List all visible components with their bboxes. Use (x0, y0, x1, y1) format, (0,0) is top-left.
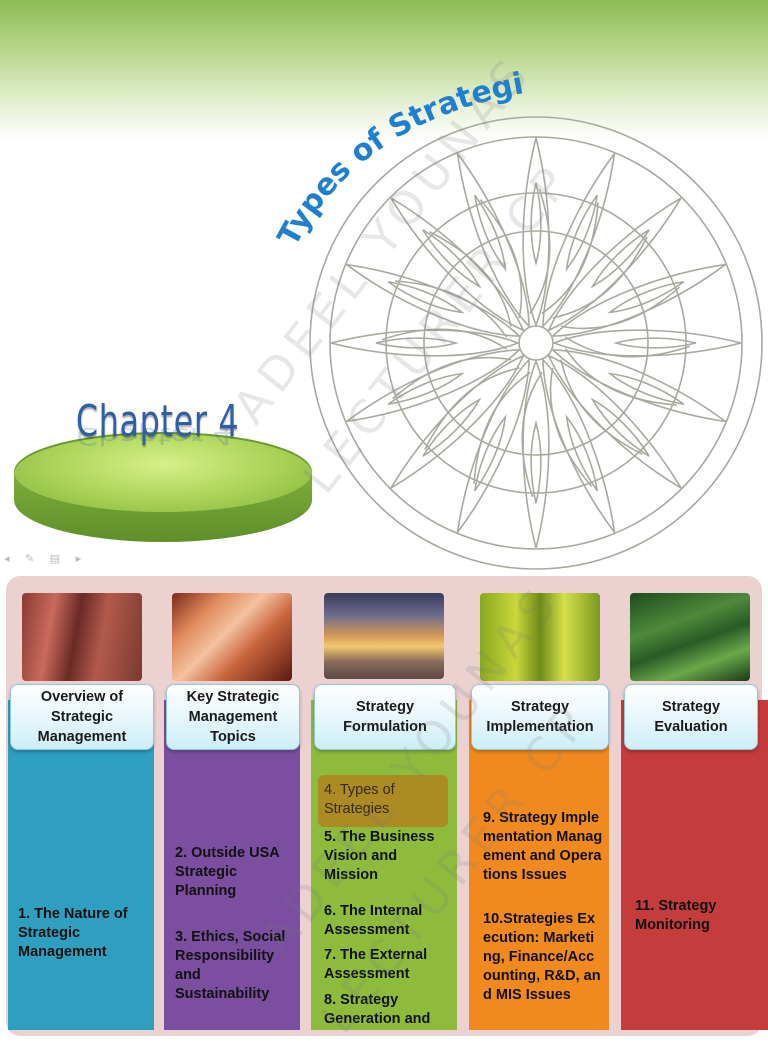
topic-8[interactable]: 8. Strategy Generation and (324, 992, 431, 1027)
thumbnail-canyon (172, 593, 292, 681)
chapter-reflection: Chapter 4 (76, 421, 233, 450)
thumbnail-yellow-trees (480, 593, 600, 681)
mandala-vine (429, 231, 512, 327)
mandala-vine (549, 367, 593, 487)
mandala-petal (346, 263, 522, 337)
mandala-petal-inner (530, 420, 542, 504)
column-2-body (164, 700, 300, 1030)
mandala-petal (542, 153, 616, 329)
mandala-petal-inner (590, 397, 650, 457)
column-3-body (311, 700, 457, 1030)
topic-7[interactable]: 7. The External Assessment (324, 947, 428, 982)
mandala-petal (456, 153, 530, 329)
mandala-vine (541, 202, 599, 315)
topic-10[interactable]: 10.Strategies Execution: Marketing, Fina… (483, 911, 601, 1003)
column-4-heading[interactable]: Strategy Implementation (471, 684, 609, 750)
mandala-vine (564, 348, 677, 406)
topic-6[interactable]: 6. The Internal Assessment (324, 903, 423, 938)
mandala-vine (395, 280, 508, 338)
mandala-petal (346, 349, 522, 423)
mandala-petal-inner (473, 194, 507, 272)
mandala-petal-inner (613, 337, 697, 349)
mandala-petal-inner (387, 372, 465, 406)
mandala-petal (547, 197, 682, 332)
mandala-vine (473, 371, 531, 484)
mandala-petal (551, 329, 742, 357)
topic-11[interactable]: 11. Strategy Monitoring (635, 898, 717, 933)
mandala-petal (550, 263, 726, 337)
topic-1[interactable]: 1. The Nature of Strategic Management (18, 906, 128, 960)
chapter-label: Chapter 4 (76, 396, 240, 447)
mandala-petal-inner (590, 229, 650, 289)
mandala-vine (392, 356, 512, 400)
mandala-vine (424, 367, 520, 450)
slide-title: Types of Strategies (0, 0, 526, 252)
mandala-petal-inner (607, 280, 685, 314)
mandala-vine (529, 188, 551, 315)
mandala-petal (390, 354, 525, 489)
top-gradient-band (0, 0, 768, 140)
mandala-petal-inner (565, 414, 599, 492)
mandala-illustration (309, 116, 763, 570)
column-5-heading[interactable]: Strategy Evaluation (624, 684, 758, 750)
mandala-petal (547, 354, 682, 489)
mandala-petal (330, 329, 521, 357)
mandala-petal-inner (565, 194, 599, 272)
mandala-petal-inner (422, 397, 482, 457)
thumbnail-sunset-sea (324, 593, 444, 679)
mandala-vine (479, 199, 523, 319)
current-topic-highlight (318, 775, 448, 827)
mandala-petal (550, 349, 726, 423)
mandala-petal-inner (473, 414, 507, 492)
mandala-vine (564, 336, 691, 358)
column-3-heading[interactable]: Strategy Formulation (314, 684, 456, 750)
mandala-petal (390, 197, 525, 332)
thumbnail-red-wall (22, 593, 142, 681)
topic-4-current[interactable]: 4. Types of Strategies (324, 782, 395, 817)
column-1-heading[interactable]: Overview of Strategic Management (10, 684, 154, 750)
column-5-body (621, 700, 768, 1030)
mandala-vine (521, 371, 543, 498)
thumbnail-green-grass (630, 593, 750, 681)
column-4-body (469, 700, 609, 1030)
mandala-vine (560, 286, 680, 330)
mandala-petal-inner (387, 280, 465, 314)
mandala-petal-inner (375, 337, 459, 349)
slide-nav-icons[interactable]: ◂ ✎ ▤ ▸ (4, 552, 88, 565)
mandala-vine (560, 359, 643, 455)
column-2-heading[interactable]: Key Strategic Management Topics (166, 684, 300, 750)
mandala-vine (381, 328, 508, 350)
mandala-petal-inner (607, 372, 685, 406)
column-1-body (8, 700, 154, 1030)
topic-5[interactable]: 5. The Business Vision and Mission (324, 829, 435, 883)
mandala-vine (552, 236, 648, 319)
mandala-petal (542, 357, 616, 533)
mandala-petal (522, 358, 550, 549)
topic-9[interactable]: 9. Strategy Implementation Management an… (483, 810, 603, 883)
chapter-pedestal (14, 432, 312, 550)
topic-3[interactable]: 3. Ethics, Social Responsibility and Sus… (175, 929, 286, 1002)
mandala-petal (456, 357, 530, 533)
mandala-petal-inner (422, 229, 482, 289)
topic-2[interactable]: 2. Outside USA Strategic Planning (175, 845, 280, 899)
mandala-petal-inner (530, 182, 542, 266)
